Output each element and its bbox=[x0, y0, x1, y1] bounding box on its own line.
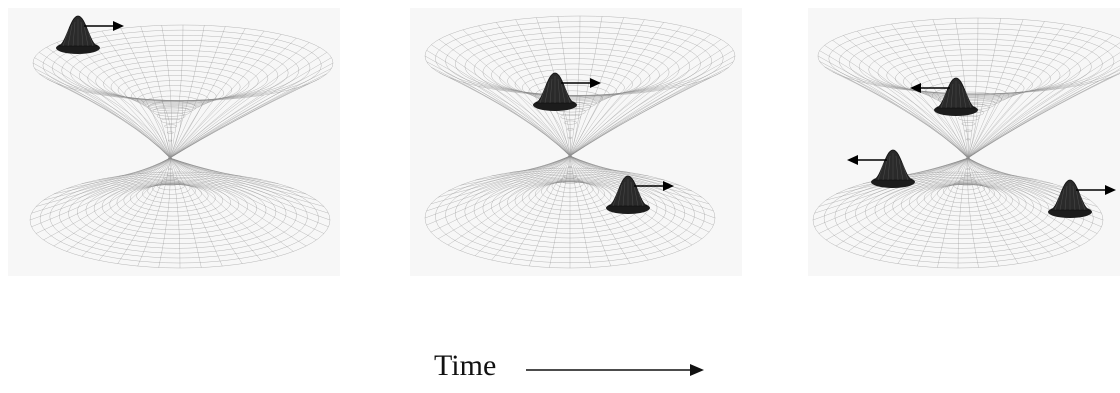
lower-sheet-mesh bbox=[29, 157, 331, 269]
upper-sheet-mesh bbox=[32, 24, 334, 159]
wave-packet-lower-left bbox=[847, 149, 915, 188]
lower-sheet-mesh bbox=[812, 157, 1104, 269]
wave-packet-upper-right bbox=[56, 15, 124, 54]
wave-packet-lower-right bbox=[1048, 179, 1116, 218]
upper-sheet-mesh bbox=[424, 15, 736, 157]
panel-background bbox=[8, 8, 340, 276]
panel-2-surface bbox=[410, 8, 742, 276]
panel-3-surface bbox=[808, 8, 1120, 276]
panel-2 bbox=[410, 8, 742, 276]
panel-3 bbox=[808, 8, 1120, 276]
time-arrow bbox=[526, 364, 704, 376]
panel-1-surface bbox=[8, 8, 340, 276]
upper-sheet-mesh bbox=[817, 17, 1120, 159]
wave-packet-upper-right bbox=[533, 72, 601, 111]
lower-sheet-mesh bbox=[424, 155, 716, 269]
panel-1 bbox=[8, 8, 340, 276]
wave-packet-lower-right bbox=[606, 175, 674, 214]
wave-packet-upper-left bbox=[910, 77, 978, 116]
time-label: Time bbox=[434, 349, 497, 382]
